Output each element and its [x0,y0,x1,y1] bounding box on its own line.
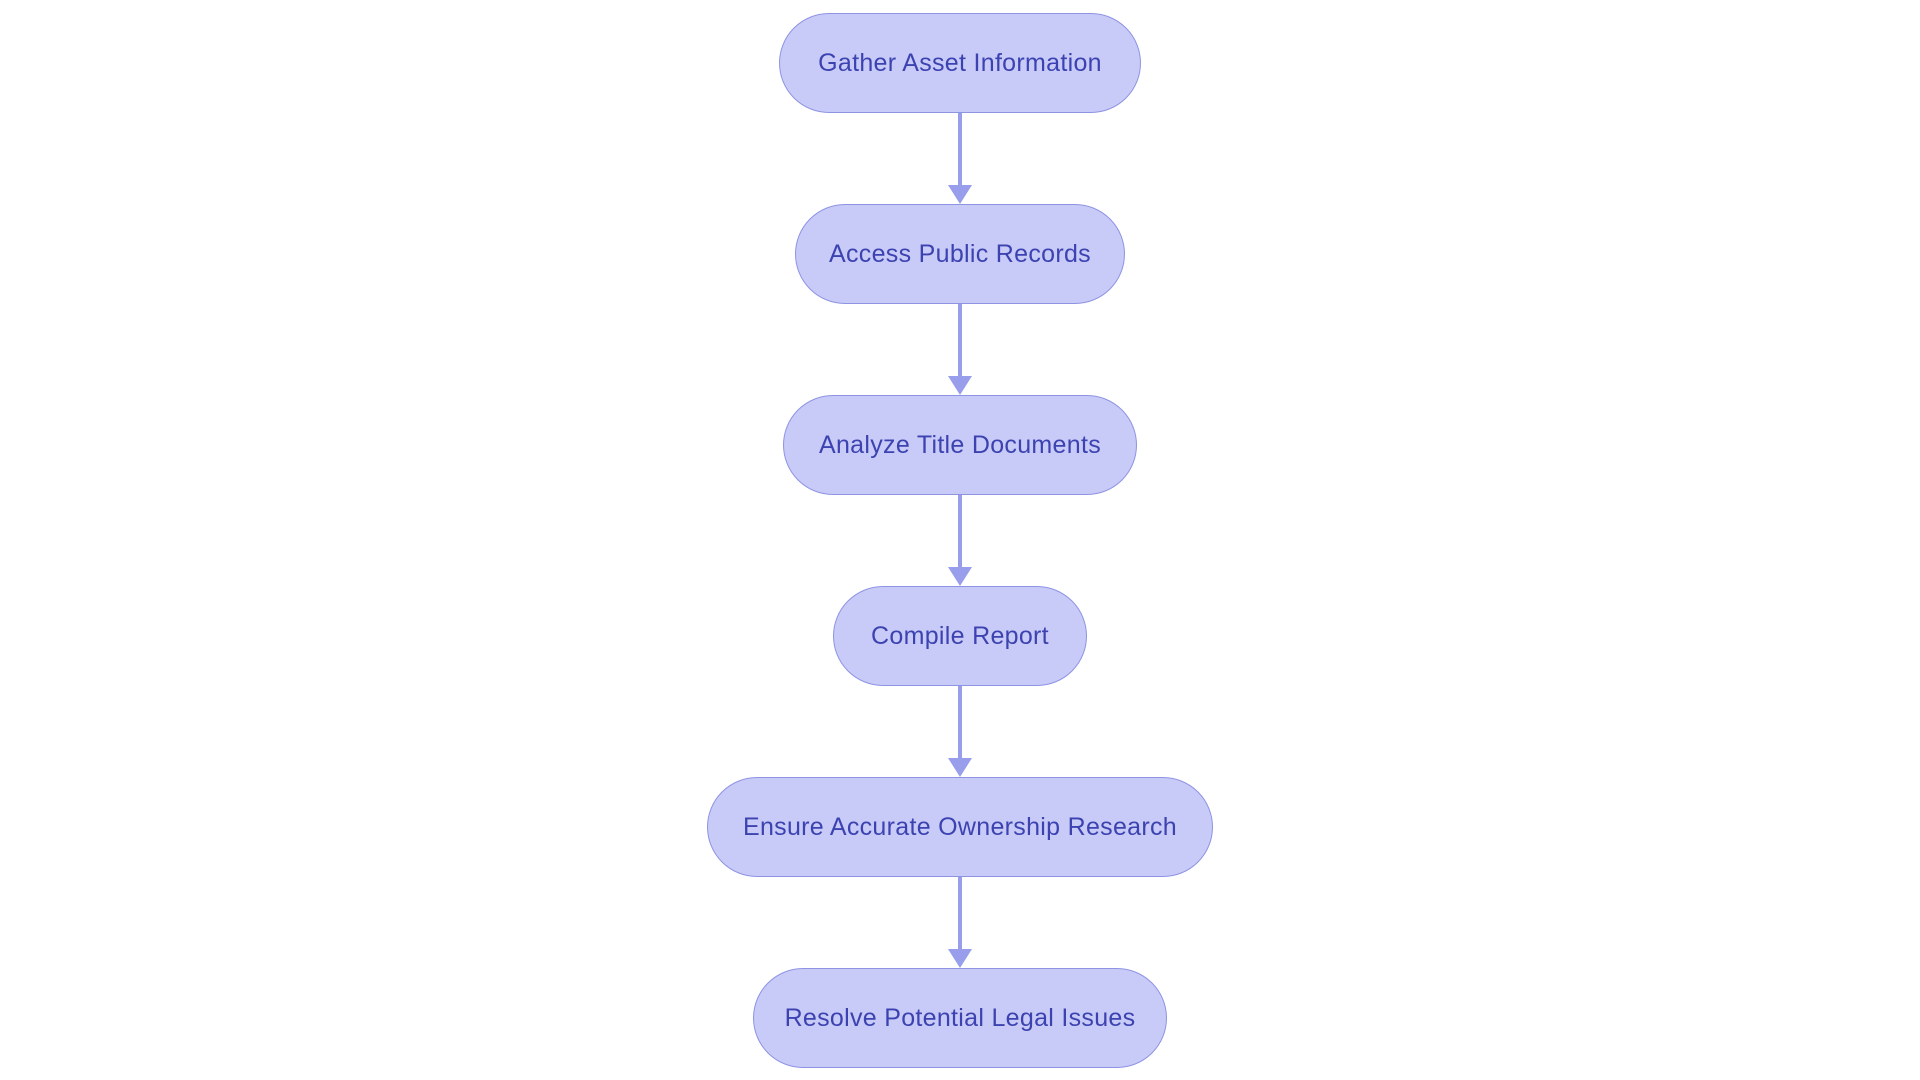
flow-node-label: Gather Asset Information [818,48,1102,77]
flow-node-analyze-title-documents: Analyze Title Documents [783,395,1137,495]
arrow-line [958,686,962,758]
arrow-down-icon [948,185,972,204]
flow-node-access-public-records: Access Public Records [795,204,1125,304]
flow-node-label: Resolve Potential Legal Issues [784,1003,1136,1032]
arrow-line [958,495,962,567]
arrow-down-icon [948,567,972,586]
flow-arrow [948,304,972,395]
arrow-down-icon [948,758,972,777]
flow-node-label: Access Public Records [829,239,1091,268]
flow-node-label: Ensure Accurate Ownership Research [742,812,1177,841]
flow-node-gather-asset-information: Gather Asset Information [779,13,1141,113]
flow-node-label: Compile Report [871,621,1049,650]
flow-node-resolve-potential-legal-issues: Resolve Potential Legal Issues [753,968,1167,1068]
arrow-line [958,113,962,185]
arrow-down-icon [948,376,972,395]
flow-arrow [948,686,972,777]
flow-arrow [948,113,972,204]
flow-arrow [948,877,972,968]
arrow-line [958,877,962,949]
arrow-line [958,304,962,376]
flow-node-compile-report: Compile Report [833,586,1087,686]
flow-node-ensure-accurate-ownership-research: Ensure Accurate Ownership Research [707,777,1213,877]
flow-arrow [948,495,972,586]
flow-node-label: Analyze Title Documents [818,430,1102,459]
arrow-down-icon [948,949,972,968]
